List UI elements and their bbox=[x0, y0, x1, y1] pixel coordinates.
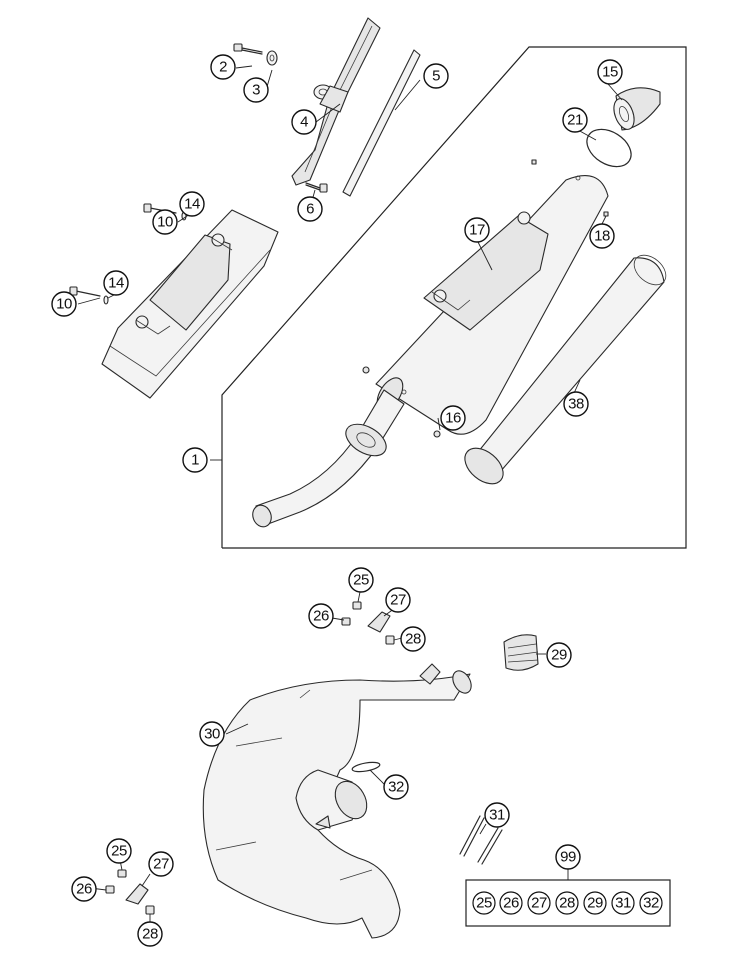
part-inlet-pipe bbox=[252, 389, 405, 528]
svg-text:21: 21 bbox=[567, 112, 583, 129]
svg-text:3: 3 bbox=[252, 82, 260, 99]
callout-2: 2 bbox=[210, 54, 236, 80]
svg-text:25: 25 bbox=[476, 895, 492, 912]
svg-text:16: 16 bbox=[445, 410, 461, 427]
svg-text:14: 14 bbox=[108, 275, 124, 292]
callout-15: 15 bbox=[597, 59, 623, 85]
callout-27b: 27 bbox=[148, 851, 174, 877]
svg-text:28: 28 bbox=[405, 631, 421, 648]
svg-text:15: 15 bbox=[602, 64, 618, 81]
callout-32: 32 bbox=[383, 774, 409, 800]
part-screw-6 bbox=[305, 182, 328, 193]
callout-1: 1 bbox=[182, 447, 208, 473]
svg-text:25: 25 bbox=[111, 843, 127, 860]
svg-text:29: 29 bbox=[551, 647, 567, 664]
callout-31: 31 bbox=[484, 802, 510, 828]
kit-item: 32 bbox=[639, 891, 663, 915]
svg-text:17: 17 bbox=[469, 222, 485, 239]
callout-4: 4 bbox=[291, 109, 317, 135]
svg-text:25: 25 bbox=[353, 572, 369, 589]
svg-text:10: 10 bbox=[56, 296, 72, 313]
callout-10a: 10 bbox=[152, 209, 178, 235]
part-springs bbox=[459, 815, 503, 865]
svg-text:29: 29 bbox=[587, 895, 603, 912]
svg-text:27: 27 bbox=[153, 856, 169, 873]
callout-16: 16 bbox=[440, 405, 466, 431]
part-bolt-10b bbox=[69, 286, 109, 305]
callout-25b: 25 bbox=[106, 838, 132, 864]
svg-text:99: 99 bbox=[560, 849, 576, 866]
callout-17: 17 bbox=[464, 217, 490, 243]
svg-text:28: 28 bbox=[559, 895, 575, 912]
callout-10b: 10 bbox=[51, 291, 77, 317]
detail-mounting bbox=[101, 209, 279, 399]
part-group-top bbox=[341, 601, 395, 645]
part-seal-ring bbox=[351, 761, 381, 773]
callout-26b: 26 bbox=[71, 876, 97, 902]
part-o-ring bbox=[586, 128, 632, 168]
part-sleeve bbox=[503, 634, 539, 671]
callout-28b: 28 bbox=[137, 921, 163, 947]
assembly-frame bbox=[221, 46, 687, 549]
svg-text:31: 31 bbox=[489, 807, 505, 824]
svg-text:5: 5 bbox=[432, 68, 440, 85]
part-exhaust-pipe bbox=[202, 663, 472, 939]
part-bolt-2 bbox=[233, 43, 263, 55]
kit-box bbox=[465, 879, 671, 927]
callout-28a: 28 bbox=[400, 626, 426, 652]
kit-item: 26 bbox=[499, 891, 523, 915]
callout-27a: 27 bbox=[385, 587, 411, 613]
callout-14a: 14 bbox=[179, 191, 205, 217]
kit-item: 31 bbox=[611, 891, 635, 915]
svg-text:27: 27 bbox=[531, 895, 547, 912]
callout-99: 99 bbox=[555, 844, 581, 870]
kit-item: 28 bbox=[555, 891, 579, 915]
part-gasket-strip bbox=[342, 49, 421, 197]
svg-text:27: 27 bbox=[390, 592, 406, 609]
part-bracket bbox=[291, 17, 381, 186]
callout-29: 29 bbox=[546, 642, 572, 668]
svg-text:14: 14 bbox=[184, 196, 200, 213]
svg-text:4: 4 bbox=[300, 114, 308, 131]
callout-14b: 14 bbox=[103, 270, 129, 296]
svg-text:26: 26 bbox=[503, 895, 519, 912]
leader-lines bbox=[77, 65, 623, 922]
part-end-cap bbox=[613, 87, 661, 131]
part-rivet-18 bbox=[531, 159, 609, 217]
svg-text:2: 2 bbox=[219, 59, 227, 76]
callout-26a: 26 bbox=[308, 603, 334, 629]
svg-text:1: 1 bbox=[191, 452, 199, 469]
callout-3: 3 bbox=[243, 77, 269, 103]
svg-text:26: 26 bbox=[76, 881, 92, 898]
part-packing bbox=[464, 254, 667, 485]
callout-18: 18 bbox=[589, 223, 615, 249]
svg-text:28: 28 bbox=[142, 926, 158, 943]
part-group-bottom bbox=[105, 869, 155, 915]
part-rivet-16 bbox=[362, 366, 441, 438]
callout-21: 21 bbox=[562, 107, 588, 133]
svg-text:38: 38 bbox=[568, 396, 584, 413]
svg-text:18: 18 bbox=[594, 228, 610, 245]
svg-text:30: 30 bbox=[204, 726, 220, 743]
callout-5: 5 bbox=[423, 63, 449, 89]
svg-text:32: 32 bbox=[388, 779, 404, 796]
svg-text:10: 10 bbox=[157, 214, 173, 231]
part-washer-3 bbox=[266, 50, 278, 66]
callout-25a: 25 bbox=[348, 567, 374, 593]
kit-item: 27 bbox=[527, 891, 551, 915]
svg-text:26: 26 bbox=[313, 608, 329, 625]
callout-6: 6 bbox=[297, 196, 323, 222]
callout-38: 38 bbox=[563, 391, 589, 417]
kit-item: 25 bbox=[472, 891, 496, 915]
svg-text:6: 6 bbox=[306, 201, 314, 218]
svg-text:31: 31 bbox=[615, 895, 631, 912]
callout-30: 30 bbox=[199, 721, 225, 747]
kit-item: 29 bbox=[583, 891, 607, 915]
svg-text:32: 32 bbox=[643, 895, 659, 912]
